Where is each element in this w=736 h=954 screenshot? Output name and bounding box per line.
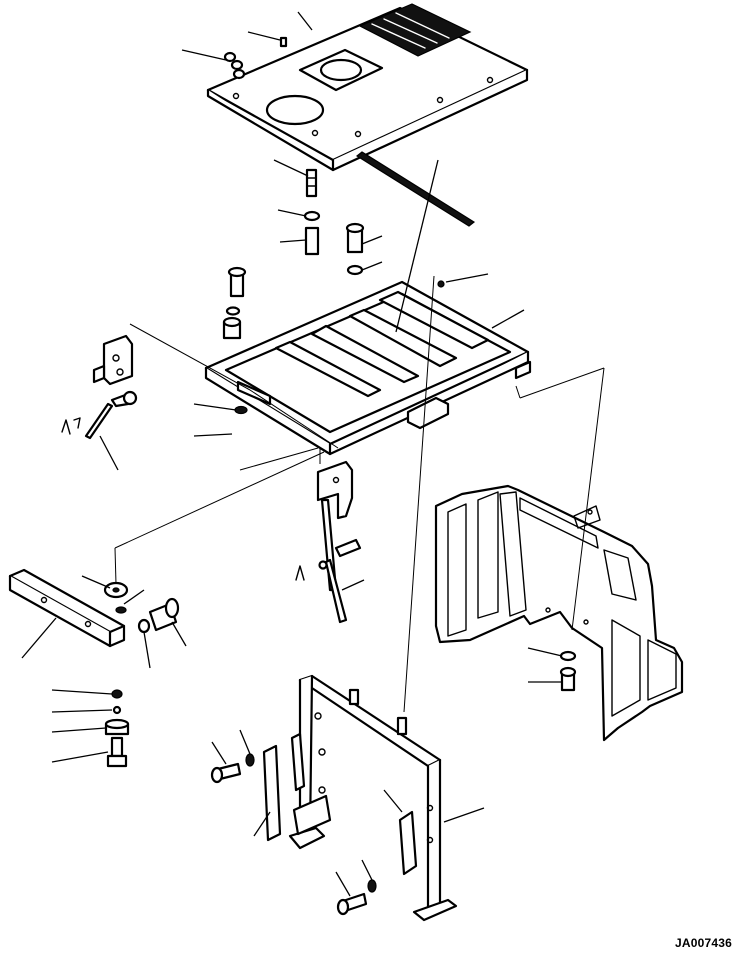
floor-frame — [204, 280, 532, 456]
washer — [559, 650, 577, 662]
support-beam — [8, 568, 126, 648]
bolt — [210, 762, 368, 916]
drawing-id-label: JA007436 — [675, 936, 732, 950]
bolt — [223, 36, 288, 80]
cab-side-frame — [434, 484, 684, 742]
lever-rod — [61, 390, 138, 440]
washer — [225, 210, 445, 415]
hinge-plate — [262, 732, 418, 876]
seal-strip — [355, 151, 476, 227]
mount-bracket — [92, 334, 134, 386]
lever-rod — [295, 498, 362, 624]
alignment-lines — [114, 275, 605, 713]
nut — [104, 689, 130, 736]
washer — [103, 581, 151, 634]
bolt — [106, 736, 128, 768]
leader-lines — [21, 11, 563, 897]
hinge-plate — [316, 460, 354, 520]
bolt — [559, 666, 577, 692]
bolt — [227, 168, 365, 298]
front-stand-frame — [288, 674, 458, 922]
floor-plate — [206, 3, 529, 172]
bolt — [148, 597, 180, 632]
cushion-mount — [222, 316, 242, 340]
